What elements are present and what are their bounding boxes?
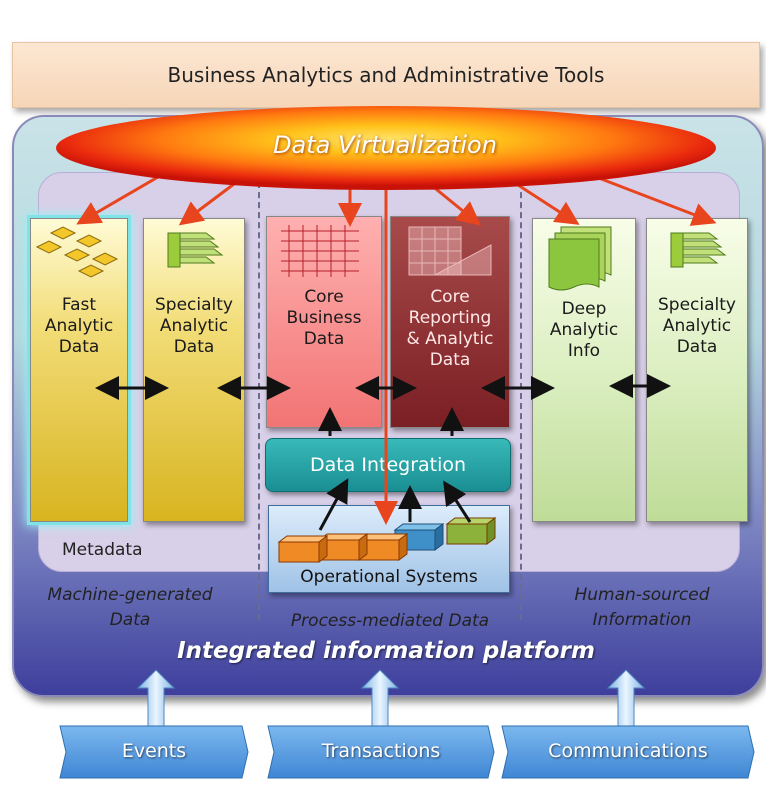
stacked-layers-icon (670, 232, 727, 268)
communications-label: Communications (548, 740, 708, 762)
data-integration-box: Data Integration (265, 438, 511, 492)
operational-systems-label: Operational Systems (300, 567, 478, 587)
documents-stack-icon (548, 226, 612, 291)
stacked-layers-icon (167, 232, 224, 268)
deep-analytic-info: Deep Analytic Info (532, 218, 636, 522)
data-integration-label: Data Integration (309, 454, 467, 476)
business-analytics-label: Business Analytics and Administrative To… (167, 63, 605, 87)
report-grid-icon (408, 226, 492, 276)
deep-analytic-label: Deep Analytic Info (549, 299, 619, 361)
human-sourced-caption: Human-sourced Information (574, 585, 710, 630)
integration-arrows (318, 407, 472, 531)
data-virtualization-label: Data Virtualization (273, 131, 497, 159)
virtualization-links (76, 168, 717, 525)
diamond-cluster-icon (35, 226, 119, 278)
specialty-analytic-data-left: Specialty Analytic Data (143, 218, 245, 522)
core-reporting-analytic-data: Core Reporting & Analytic Data (390, 216, 510, 428)
system-blocks-icon (277, 517, 497, 563)
specialty-analytic-data-right: Specialty Analytic Data (646, 218, 748, 522)
grid-table-icon (281, 225, 359, 277)
fast-analytic-data: Fast Analytic Data (30, 218, 128, 522)
core-reporting-label: Core Reporting & Analytic Data (406, 287, 494, 370)
core-business-label: Core Business Data (286, 287, 362, 349)
integrated-platform-label: Integrated information platform (177, 638, 595, 664)
specialty-analytic-left-label: Specialty Analytic Data (155, 295, 233, 357)
machine-generated-caption: Machine-generated Data (47, 585, 213, 630)
fast-analytic-label: Fast Analytic Data (44, 295, 114, 357)
metadata-label: Metadata (62, 540, 143, 560)
process-mediated-caption: Process-mediated Data (290, 611, 490, 631)
core-business-data: Core Business Data (266, 216, 382, 428)
exchange-arrows (95, 374, 671, 400)
events-label: Events (121, 740, 187, 762)
specialty-analytic-right-label: Specialty Analytic Data (658, 295, 736, 357)
transactions-label: Transactions (321, 740, 441, 762)
business-analytics-bar: Business Analytics and Administrative To… (12, 42, 760, 108)
source-up-arrows (136, 669, 646, 734)
data-virtualization-flame (56, 106, 716, 190)
source-boxes (59, 725, 755, 779)
